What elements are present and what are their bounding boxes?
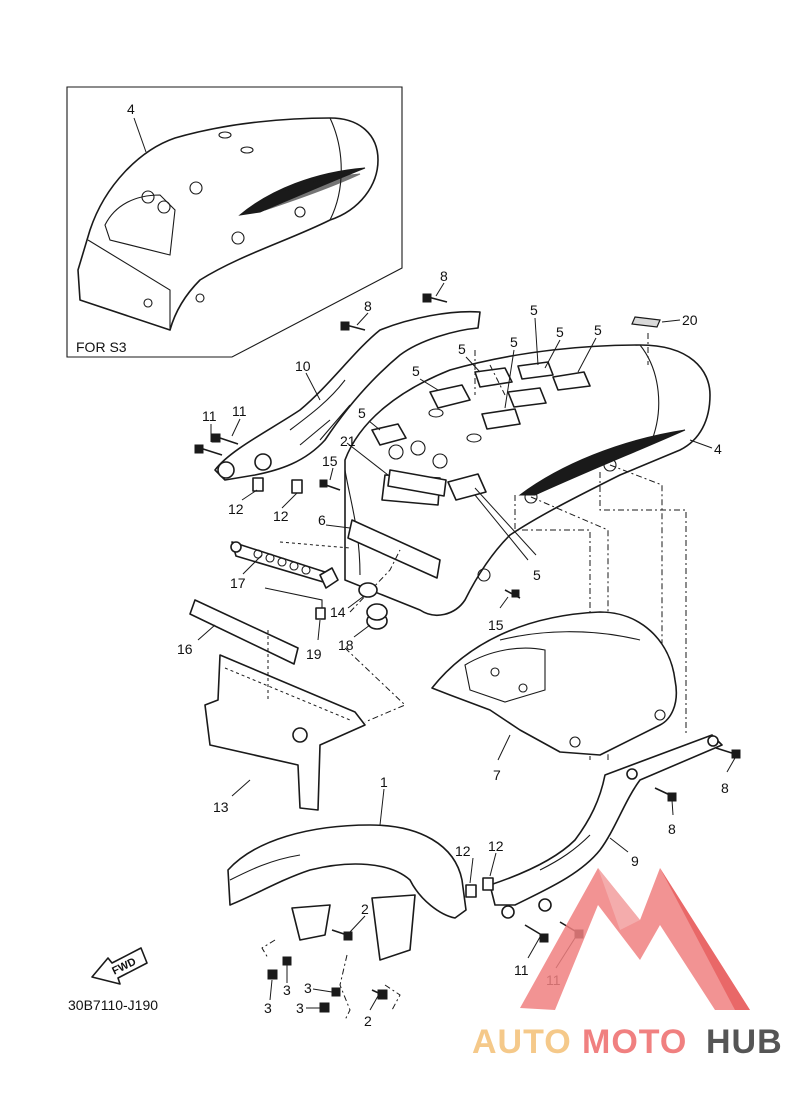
callout-5: 5	[358, 405, 366, 421]
callout-13: 13	[213, 799, 229, 815]
callout-5: 5	[530, 302, 538, 318]
callout-3: 3	[264, 1000, 272, 1016]
callout-10: 10	[295, 358, 311, 374]
callout-5: 5	[556, 324, 564, 340]
callout-12: 12	[228, 501, 244, 517]
callout-3: 3	[304, 980, 312, 996]
callout-2: 2	[364, 1013, 372, 1029]
callout-6: 6	[318, 512, 326, 528]
callout-3: 3	[283, 982, 291, 998]
callout-4: 4	[714, 441, 722, 457]
inset-s3: FOR S3 4	[66, 86, 403, 358]
callout-3: 3	[296, 1000, 304, 1016]
guide-line-f	[279, 541, 351, 549]
part-1-front-fender	[227, 824, 467, 961]
callout-5: 5	[412, 363, 420, 379]
callout-21: 21	[340, 433, 356, 449]
callout-18: 18	[338, 637, 354, 653]
callout-11: 11	[232, 403, 247, 419]
inset-rear-fender	[77, 117, 379, 331]
guide-line-c	[599, 472, 687, 735]
automotohub-logo: AUTO MOTO HUB	[472, 868, 783, 1061]
callout-15: 15	[488, 617, 504, 633]
guide-line-i	[261, 939, 276, 959]
callout-19: 19	[306, 646, 322, 662]
inset-callout-4: 4	[127, 101, 135, 117]
watermark-text-auto: AUTO	[472, 1023, 572, 1061]
part-13-flap	[204, 630, 366, 811]
callout-12: 12	[488, 838, 504, 854]
inset-caption: FOR S3	[76, 339, 127, 355]
watermark-text-moto: MOTO	[582, 1023, 687, 1061]
callout-8: 8	[721, 780, 729, 796]
callout-labels: 8 8 10 11 11 12 12 15 21 6 17 19 16 14 1…	[177, 268, 729, 1029]
callout-5: 5	[510, 334, 518, 350]
callout-16: 16	[177, 641, 193, 657]
guide-line-e	[474, 350, 506, 396]
callout-8: 8	[440, 268, 448, 284]
leader-lines	[197, 282, 736, 1011]
callout-11: 11	[202, 408, 217, 424]
part-21-panel	[387, 469, 447, 497]
callout-8: 8	[364, 298, 372, 314]
fasteners	[194, 293, 741, 1013]
callout-17: 17	[230, 575, 246, 591]
callout-14: 14	[330, 604, 346, 620]
callout-11: 11	[514, 962, 529, 978]
part-19-wire	[264, 587, 323, 612]
part-16-strip	[189, 599, 299, 665]
fwd-arrow-icon: FWD	[91, 947, 148, 985]
callout-7: 7	[493, 767, 501, 783]
callout-1: 1	[380, 774, 388, 790]
part-10-grab-bar-left	[214, 310, 481, 481]
callout-15: 15	[322, 453, 338, 469]
callout-20: 20	[682, 312, 698, 328]
callout-5: 5	[533, 567, 541, 583]
part-7-inner-fender	[431, 611, 678, 756]
diagram-code: 30B7110-J190	[68, 997, 158, 1013]
callout-8: 8	[668, 821, 676, 837]
guide-line-k	[384, 984, 401, 1011]
guide-line-d	[609, 464, 663, 720]
inset-frame	[66, 86, 403, 358]
part-19-connector	[315, 607, 326, 620]
part-6-plate	[347, 519, 441, 579]
guide-line-j	[339, 954, 351, 1021]
part-4-rear-fender	[344, 344, 711, 616]
part-18-grommet	[366, 603, 388, 630]
part-17-bracket	[230, 541, 339, 589]
callout-2: 2	[361, 901, 369, 917]
part-9-grab-bar-right	[489, 734, 723, 919]
watermark-text-hub: HUB	[706, 1023, 783, 1061]
callout-12: 12	[273, 508, 289, 524]
guide-line-g	[349, 549, 401, 613]
part-14-grommet	[358, 582, 378, 598]
callout-5: 5	[594, 322, 602, 338]
callout-12: 12	[455, 843, 471, 859]
callout-9: 9	[631, 853, 639, 869]
part-20-label	[631, 316, 661, 328]
callout-5: 5	[458, 341, 466, 357]
